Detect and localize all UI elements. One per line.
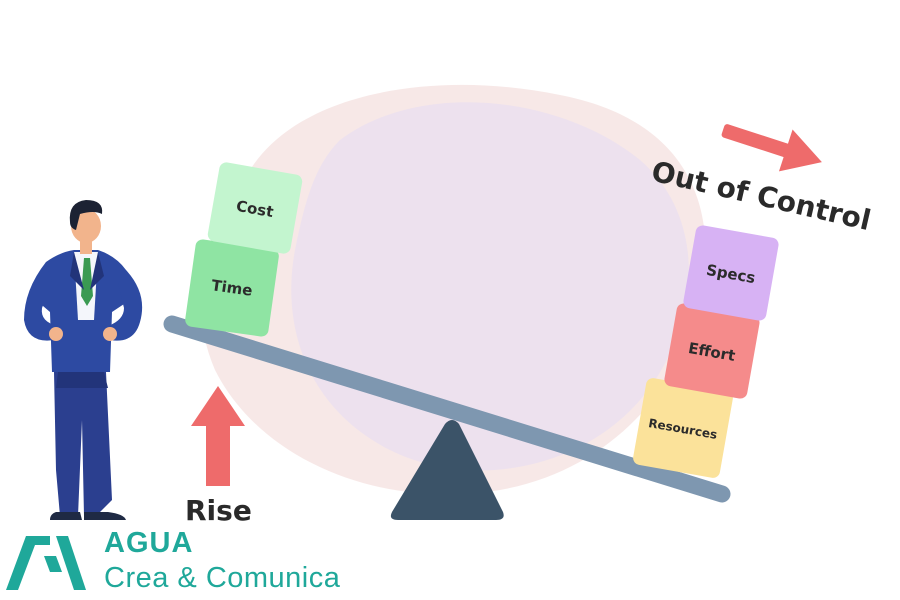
effort-block: Effort [664,303,760,399]
time-block: Time [185,239,279,337]
businessman-figure [24,200,143,520]
up-arrow-icon [191,386,245,486]
cost-block: Cost [207,162,303,254]
logo-name: AGUA [104,527,194,559]
time-label: Time [210,276,253,300]
resources-block: Resources [633,378,733,478]
agua-logo-icon [6,536,86,590]
background-blob-lavender [291,102,689,471]
rise-label: Rise [185,494,252,527]
fulcrum-triangle [390,420,504,520]
logo-tagline: Crea & Comunica [104,562,341,594]
right-arrow-icon [721,124,822,172]
specs-block: Specs [683,225,779,321]
seesaw-beam [163,315,731,503]
